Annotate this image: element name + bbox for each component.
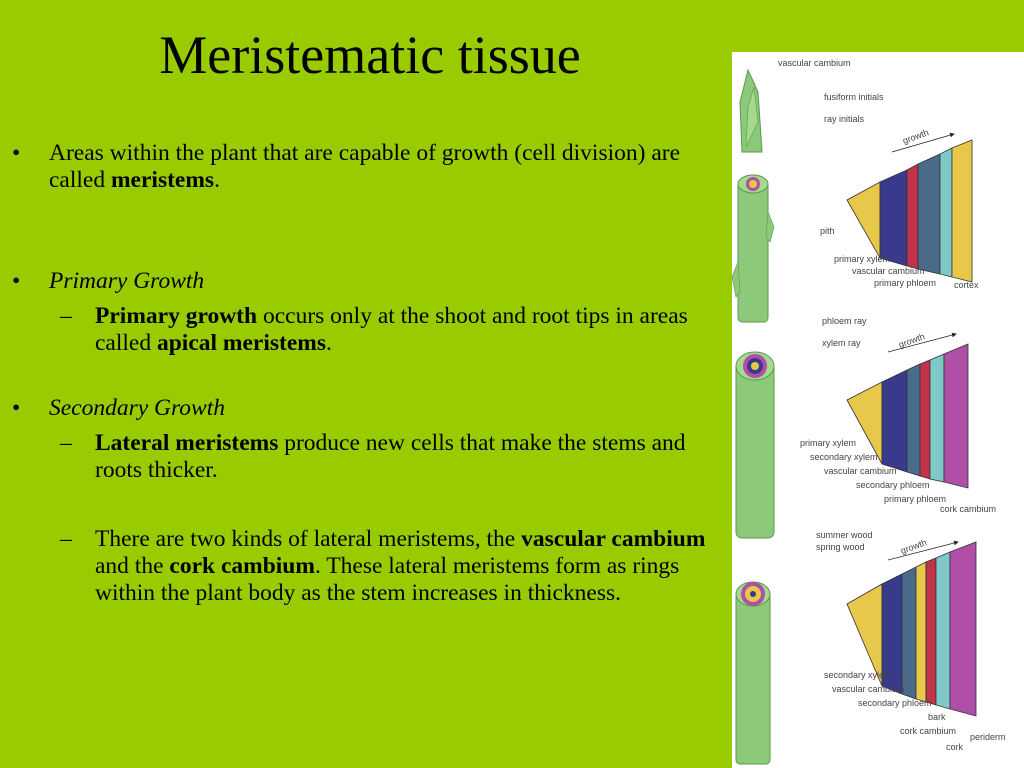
label-spring-wood: spring wood (816, 542, 865, 552)
mature-stem (735, 581, 771, 765)
label-primary-phloem-middle: primary phloem (884, 494, 946, 504)
bullet-primary-growth: • Primary Growth (12, 268, 205, 294)
label-vascular-cambium: vascular cambium (778, 58, 851, 68)
sub-bullet-apical-meristems: – Primary growth occurs only at the shoo… (60, 303, 688, 356)
label-secondary-xylem-bottom: secondary xylem (824, 670, 892, 680)
slide-title: Meristematic tissue (159, 25, 581, 85)
label-cork: cork (946, 742, 964, 752)
bullet-marker: • (12, 395, 21, 421)
sub-bullet-lateral-meristems: – Lateral meristems produce new cells th… (60, 430, 686, 483)
label-ray-initials: ray initials (824, 114, 865, 124)
label-xylem-ray: xylem ray (822, 338, 861, 348)
young-stem (732, 174, 775, 323)
label-fusiform-initials: fusiform initials (824, 92, 884, 102)
label-periderm: periderm (970, 732, 1006, 742)
label-pith: pith (820, 226, 835, 236)
dash-marker: – (60, 303, 72, 329)
secondary-growth-wedge-1 (846, 332, 969, 489)
dash-marker: – (60, 430, 72, 456)
label-primary-xylem-middle: primary xylem (800, 438, 856, 448)
dash-marker: – (60, 526, 72, 552)
label-cork-cambium-bottom: cork cambium (900, 726, 956, 736)
label-primary-xylem-top: primary xylem (834, 254, 890, 264)
label-growth-middle: growth (897, 331, 926, 350)
sub-bullet-two-kinds: – There are two kinds of lateral meriste… (60, 526, 706, 606)
middle-stem (735, 351, 775, 539)
primary-growth-wedge (846, 132, 973, 283)
label-vascular-cambium-bottom: vascular cambium (832, 684, 905, 694)
apical-bud (739, 68, 763, 153)
label-primary-phloem-top: primary phloem (874, 278, 936, 288)
slide-body: • Areas within the plant that are capabl… (12, 140, 724, 607)
label-vascular-cambium-top: vascular cambium (852, 266, 925, 276)
label-cortex: cortex (954, 280, 979, 290)
label-secondary-phloem-bottom: secondary phloem (858, 698, 932, 708)
label-cork-cambium-middle: cork cambium (940, 504, 996, 514)
label-vascular-cambium-middle: vascular cambium (824, 466, 897, 476)
label-phloem-ray: phloem ray (822, 316, 867, 326)
secondary-growth-wedge-2 (846, 540, 977, 717)
label-secondary-xylem-middle: secondary xylem (810, 452, 878, 462)
label-bark: bark (928, 712, 946, 722)
label-summer-wood: summer wood (816, 530, 873, 540)
label-growth-top: growth (901, 127, 930, 146)
bullet-secondary-growth: • Secondary Growth (12, 395, 226, 421)
stem-growth-diagram: vascular cambium fusiform initials ray i… (732, 58, 1006, 765)
bullet-marker: • (12, 268, 21, 294)
bullet-marker: • (12, 140, 21, 166)
bullet-meristems: • Areas within the plant that are capabl… (12, 140, 681, 193)
stem-growth-figure: vascular cambium fusiform initials ray i… (732, 52, 1024, 768)
label-secondary-phloem-middle: secondary phloem (856, 480, 930, 490)
